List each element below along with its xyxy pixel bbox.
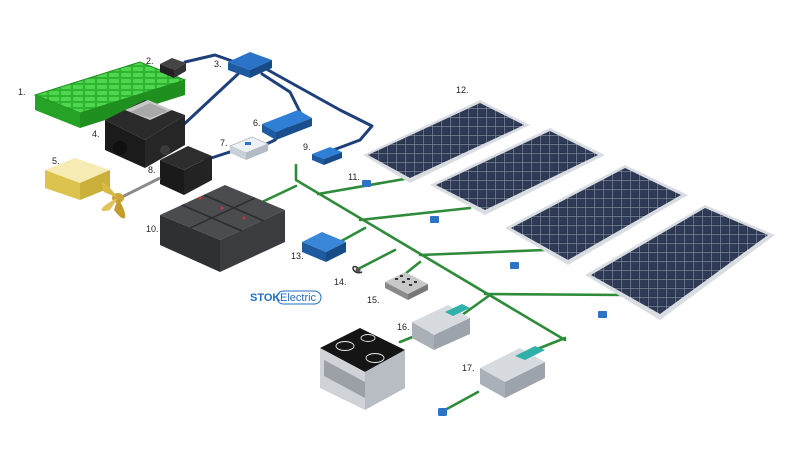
bus-junction-icon <box>510 262 519 269</box>
label-8: 8. <box>148 165 156 175</box>
label-16: 16. <box>397 322 410 332</box>
logo-part2: Electric <box>280 292 317 304</box>
bus-battery <box>260 184 298 204</box>
label-10: 10. <box>146 224 159 234</box>
bus-main <box>294 163 567 342</box>
label-7: 7. <box>220 138 228 148</box>
label-6: 6. <box>253 118 261 128</box>
cable-display-to-generator <box>178 72 240 130</box>
solar-panel-icon <box>430 128 605 215</box>
bus-junction-boxes <box>362 180 607 318</box>
fuel-tank-icon <box>45 158 110 200</box>
number-labels: 1. 2. 3. 4. 5. 6. 7. 8. 9. 10. 11. 12. 1… <box>18 56 475 373</box>
label-5: 5. <box>52 156 60 166</box>
label-12: 12. <box>456 85 469 95</box>
solar-panel-icon <box>585 205 775 320</box>
distribution-panel-icon <box>385 272 428 300</box>
label-4: 4. <box>92 129 100 139</box>
inverter-icon <box>480 346 545 398</box>
propeller-icon <box>101 182 126 219</box>
controller-blue-icon <box>262 110 312 140</box>
cable-display-to-junction <box>266 68 374 157</box>
label-17: 17. <box>462 363 475 373</box>
label-9: 9. <box>303 142 311 152</box>
bus-junction-icon <box>598 311 607 318</box>
solar-panel-icon <box>505 165 688 265</box>
inverter-icon <box>412 304 470 350</box>
label-2: 2. <box>146 56 154 66</box>
battery-pack-icon <box>33 61 187 128</box>
bus-junction-icon <box>430 216 439 223</box>
label-14: 14. <box>334 277 347 287</box>
display-unit-icon <box>228 52 272 78</box>
bus-to-14 <box>358 248 397 270</box>
label-1: 1. <box>18 87 26 97</box>
controller-white-icon <box>228 136 270 160</box>
label-13: 13. <box>291 251 304 261</box>
electric-motor-icon <box>119 146 212 200</box>
generator-icon <box>105 100 185 168</box>
label-3: 3. <box>214 59 222 69</box>
solar-panels <box>363 100 775 320</box>
bus-branch-d <box>483 292 627 297</box>
logo-part1: STOK <box>250 292 280 304</box>
cable-hub-to-display <box>183 53 237 64</box>
bus-branch-b <box>358 206 472 222</box>
dc-bus <box>260 163 627 412</box>
sensor-cable-icon <box>352 265 363 274</box>
remote-sensor-icon <box>438 408 447 416</box>
bus-to-sensor <box>443 390 480 412</box>
blue-control-box-icon <box>302 232 346 262</box>
bus-branch-c <box>418 248 547 257</box>
label-15: 15. <box>367 295 380 305</box>
network-hub-icon <box>160 58 186 78</box>
battery-bank-icon <box>160 185 285 272</box>
junction-box-icon <box>312 147 342 165</box>
stok-electric-logo: STOK Electric <box>250 290 322 305</box>
solar-panel-icon <box>363 100 530 183</box>
induction-hob-icon <box>320 328 405 410</box>
label-11: 11. <box>348 172 360 182</box>
bus-junction-icon <box>362 180 371 187</box>
